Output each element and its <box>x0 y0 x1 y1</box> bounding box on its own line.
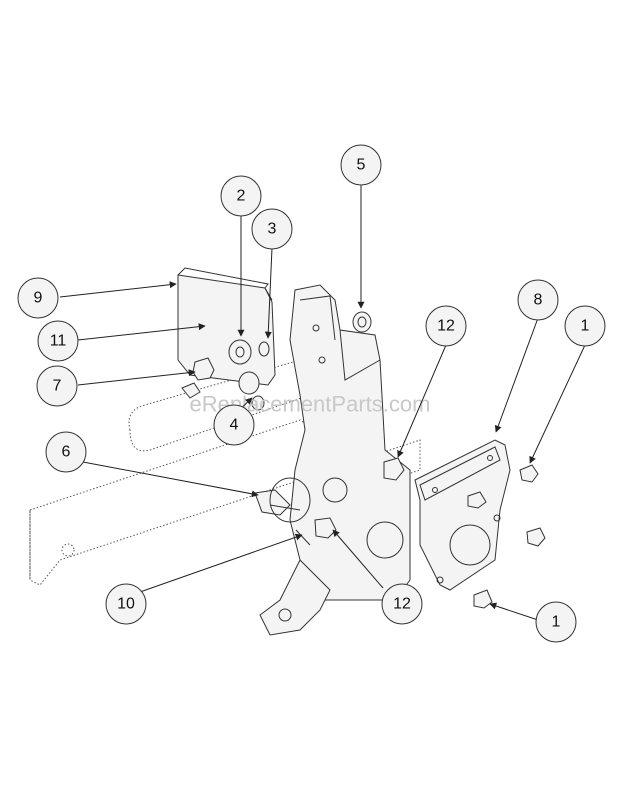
callout-label: 10 <box>117 596 135 613</box>
callout-2: 2 <box>220 175 262 217</box>
callout-label: 12 <box>393 596 411 613</box>
callout-label: 1 <box>581 318 590 335</box>
callout-7: 7 <box>36 365 78 407</box>
callout-label: 8 <box>534 292 543 309</box>
callout-8: 8 <box>517 279 559 321</box>
callout-9: 9 <box>17 277 59 319</box>
right-plate <box>414 439 511 591</box>
callout-label: 12 <box>437 318 455 335</box>
lower-arm <box>259 559 331 636</box>
hardware <box>181 311 546 609</box>
callout-label: 3 <box>268 221 277 238</box>
callout-label: 6 <box>62 444 71 461</box>
left-plate <box>177 267 276 386</box>
callout-3: 3 <box>251 208 293 250</box>
callout-label: 1 <box>552 614 561 631</box>
callout-label: 7 <box>53 378 62 395</box>
callout-label: 4 <box>230 417 239 434</box>
callout-12-lower: 12 <box>381 583 423 625</box>
callout-12-upper: 12 <box>425 305 467 347</box>
callout-10: 10 <box>105 583 147 625</box>
main-bracket <box>289 284 411 601</box>
callout-1-lower: 1 <box>535 601 577 643</box>
callout-4: 4 <box>213 404 255 446</box>
callout-label: 2 <box>237 188 246 205</box>
callout-5: 5 <box>340 144 382 186</box>
callout-1-upper: 1 <box>564 305 606 347</box>
callout-11: 11 <box>37 320 79 362</box>
callout-label: 11 <box>50 333 67 350</box>
callout-label: 9 <box>34 290 43 307</box>
callout-label: 5 <box>357 157 366 174</box>
callout-6: 6 <box>45 431 87 473</box>
leader-lines <box>59 185 586 621</box>
